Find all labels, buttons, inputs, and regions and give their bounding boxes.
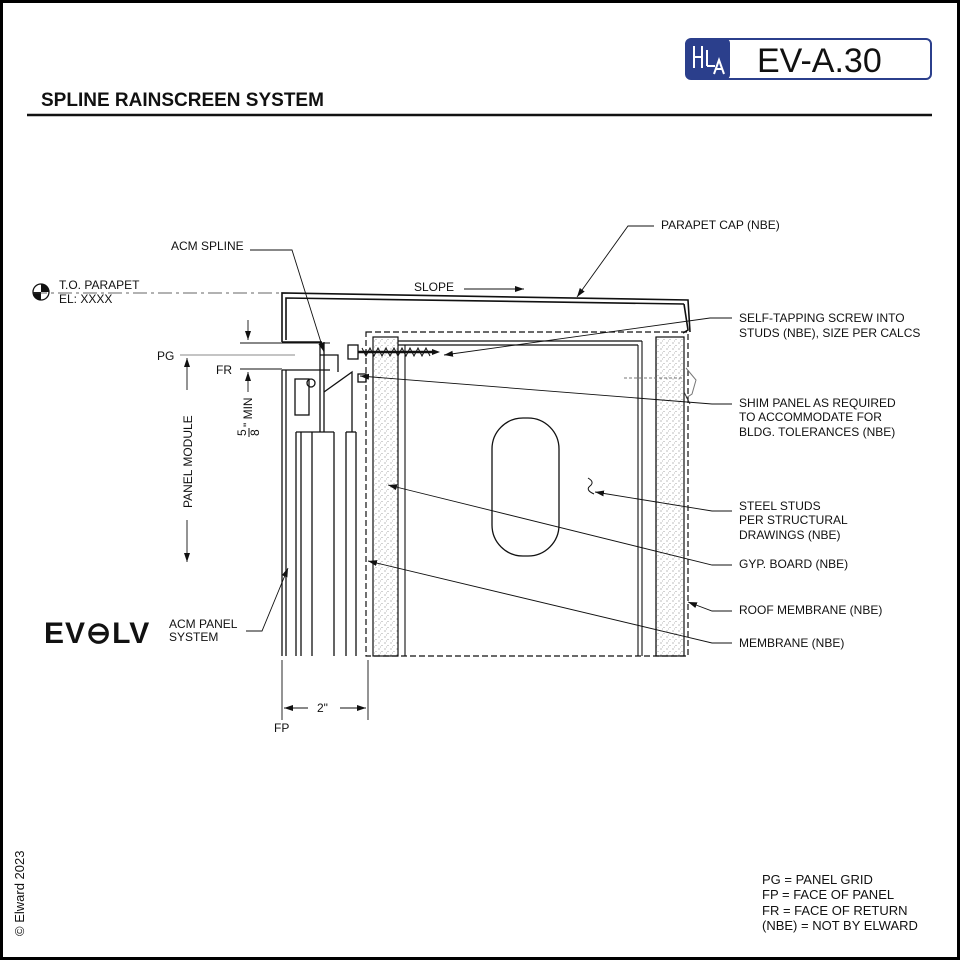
studs-callout-3: DRAWINGS (NBE): [739, 528, 841, 542]
shim-callout-3: BLDG. TOLERANCES (NBE): [739, 425, 895, 439]
panel-module-label: PANEL MODULE: [181, 415, 195, 508]
fr-label: FR: [216, 363, 232, 377]
dimension-lines: [180, 320, 369, 720]
parapet-cap-label: PARAPET CAP (NBE): [661, 218, 780, 232]
acm-panel-label-2: SYSTEM: [169, 630, 218, 644]
dimension-2-label: 2": [317, 701, 328, 715]
drawing-paper: [3, 3, 957, 957]
leader-lines: [246, 225, 732, 644]
legend-nbe: (NBE) = NOT BY ELWARD: [762, 918, 918, 933]
slope-label: SLOPE: [414, 280, 454, 294]
membrane-callout: MEMBRANE (NBE): [739, 636, 844, 650]
screw-callout-2: STUDS (NBE), SIZE PER CALCS: [739, 326, 920, 340]
legend-pg: PG = PANEL GRID: [762, 872, 873, 887]
acm-spline-label: ACM SPLINE: [171, 239, 244, 253]
page-title: SPLINE RAINSCREEN SYSTEM: [41, 90, 324, 111]
legend-fp: FP = FACE OF PANEL: [762, 887, 894, 902]
min-dimension-label: 5 8 " MIN: [235, 397, 262, 437]
datum-elevation: EL: XXXX: [59, 292, 112, 306]
datum-symbol-icon: [32, 283, 50, 301]
evolv-logo: EV⊖LV: [44, 617, 150, 650]
svg-text:8: 8: [248, 429, 262, 436]
svg-text:" MIN: " MIN: [241, 397, 255, 427]
shim-callout-2: TO ACCOMMODATE FOR: [739, 410, 882, 424]
self-tapping-screw-icon: [358, 346, 440, 358]
drawing-code-badge: EV-A.30: [685, 38, 932, 80]
gyp-board-callout: GYP. BOARD (NBE): [739, 557, 848, 571]
legend-fr: FR = FACE OF RETURN: [762, 903, 908, 918]
studs-callout-1: STEEL STUDS: [739, 499, 821, 513]
stud-knockout: [491, 417, 560, 557]
roof-membrane-callout: ROOF MEMBRANE (NBE): [739, 603, 882, 617]
svg-text:5: 5: [235, 429, 249, 436]
screw-callout-1: SELF-TAPPING SCREW INTO: [739, 311, 905, 325]
pg-label: PG: [157, 349, 174, 363]
copyright: © Elward 2023: [12, 851, 27, 936]
fp-label: FP: [274, 721, 289, 735]
wall-assembly: [365, 331, 689, 657]
acm-panel-assembly: [281, 342, 367, 656]
shim-callout-1: SHIM PANEL AS REQUIRED: [739, 396, 896, 410]
drawing-code: EV-A.30: [757, 42, 882, 80]
break-mark-icon: [587, 477, 595, 495]
acm-panel-label-1: ACM PANEL: [169, 617, 238, 631]
datum-label: T.O. PARAPET: [59, 278, 140, 292]
parapet-cap: [281, 292, 691, 343]
studs-callout-2: PER STRUCTURAL: [739, 513, 848, 527]
